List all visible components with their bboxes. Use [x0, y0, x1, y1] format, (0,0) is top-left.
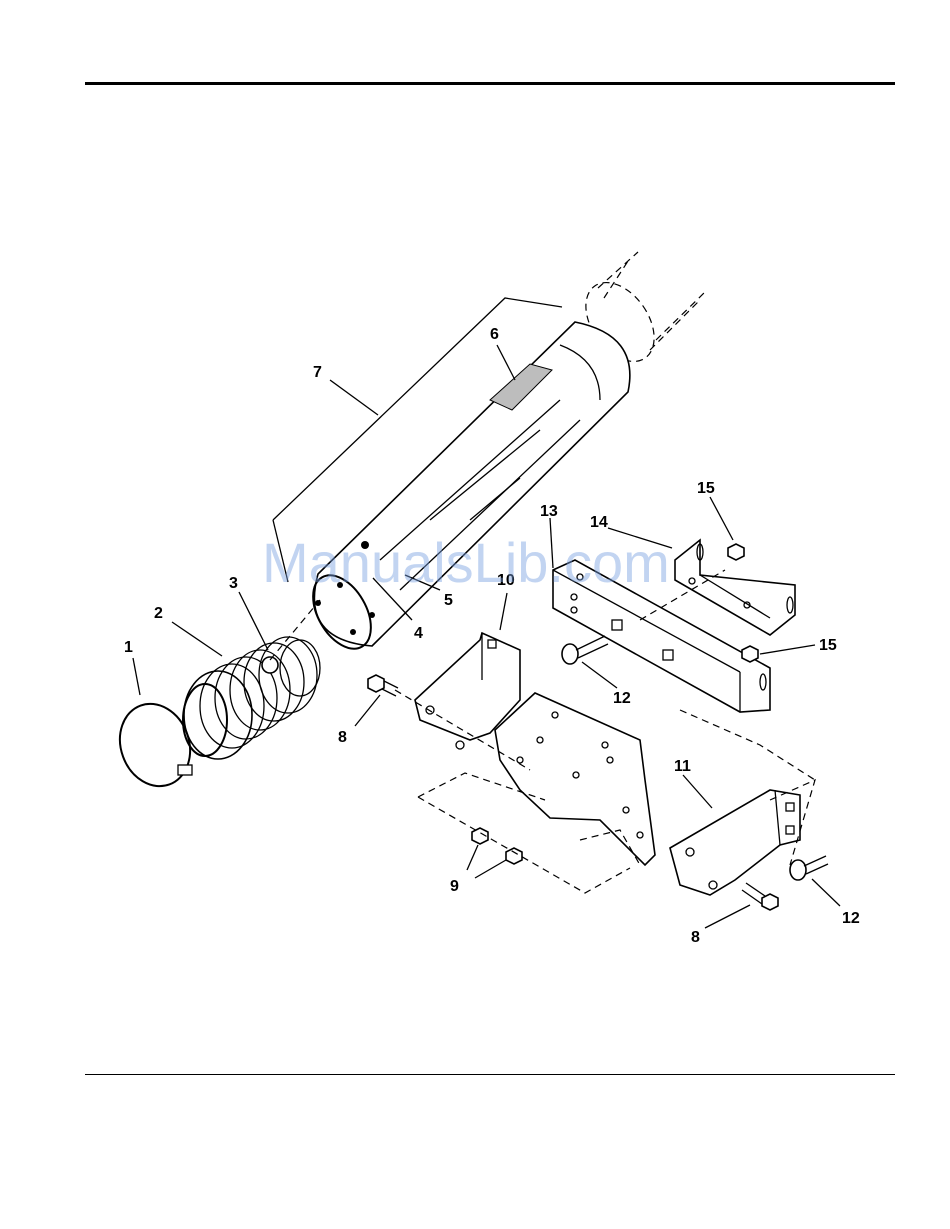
- callout-3: 3: [229, 575, 238, 592]
- callout-9: 9: [450, 878, 459, 895]
- callout-12-lower: 12: [842, 910, 860, 927]
- callout-11: 11: [674, 758, 691, 775]
- callout-14: 14: [590, 514, 608, 531]
- callout-12-upper: 12: [613, 690, 631, 707]
- lock-nut-upper: [728, 544, 744, 560]
- callout-6: 6: [490, 326, 499, 343]
- callout-1: 1: [124, 639, 133, 656]
- callout-7: 7: [313, 364, 322, 381]
- callout-15-upper: 15: [697, 480, 715, 497]
- lock-nut-9b: [506, 848, 522, 864]
- callout-15-lower: 15: [819, 637, 837, 654]
- hex-bolt-left: [368, 675, 398, 696]
- callout-8-left: 8: [338, 729, 347, 746]
- carriage-bolt-lower: [790, 856, 828, 880]
- watermark: ManualsLib.com: [262, 530, 670, 595]
- callout-8-right: 8: [691, 929, 700, 946]
- callout-4: 4: [414, 625, 423, 642]
- angle-bracket-right: [670, 790, 800, 895]
- lock-nut-lower: [742, 646, 758, 662]
- carriage-bolt-upper: [562, 636, 608, 664]
- center-mounting-plate: [495, 693, 655, 865]
- callout-2: 2: [154, 605, 163, 622]
- callout-13: 13: [540, 503, 558, 520]
- flex-hose: [183, 637, 320, 759]
